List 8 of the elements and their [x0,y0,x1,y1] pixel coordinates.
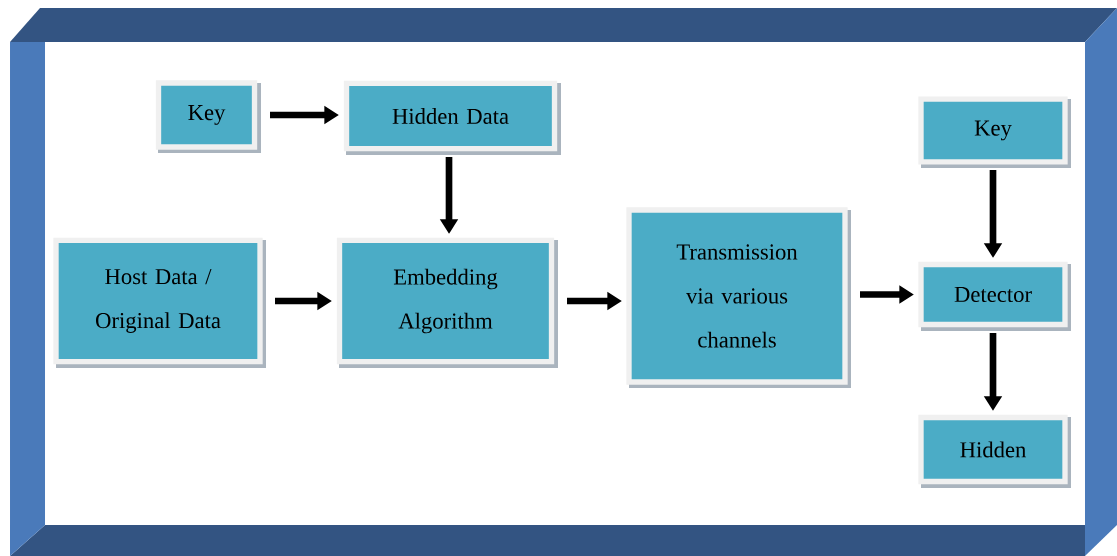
process-box: Hidden [918,414,1071,488]
process-box: Host Data / Original Data [53,237,266,368]
process-box: Embedding Algorithm [336,237,558,368]
process-box: Key [155,80,261,153]
process-box: Transmission via various channels [626,207,851,388]
process-box: Detector [918,261,1071,331]
process-box: Hidden Data [343,80,561,155]
process-box: Key [918,96,1071,168]
